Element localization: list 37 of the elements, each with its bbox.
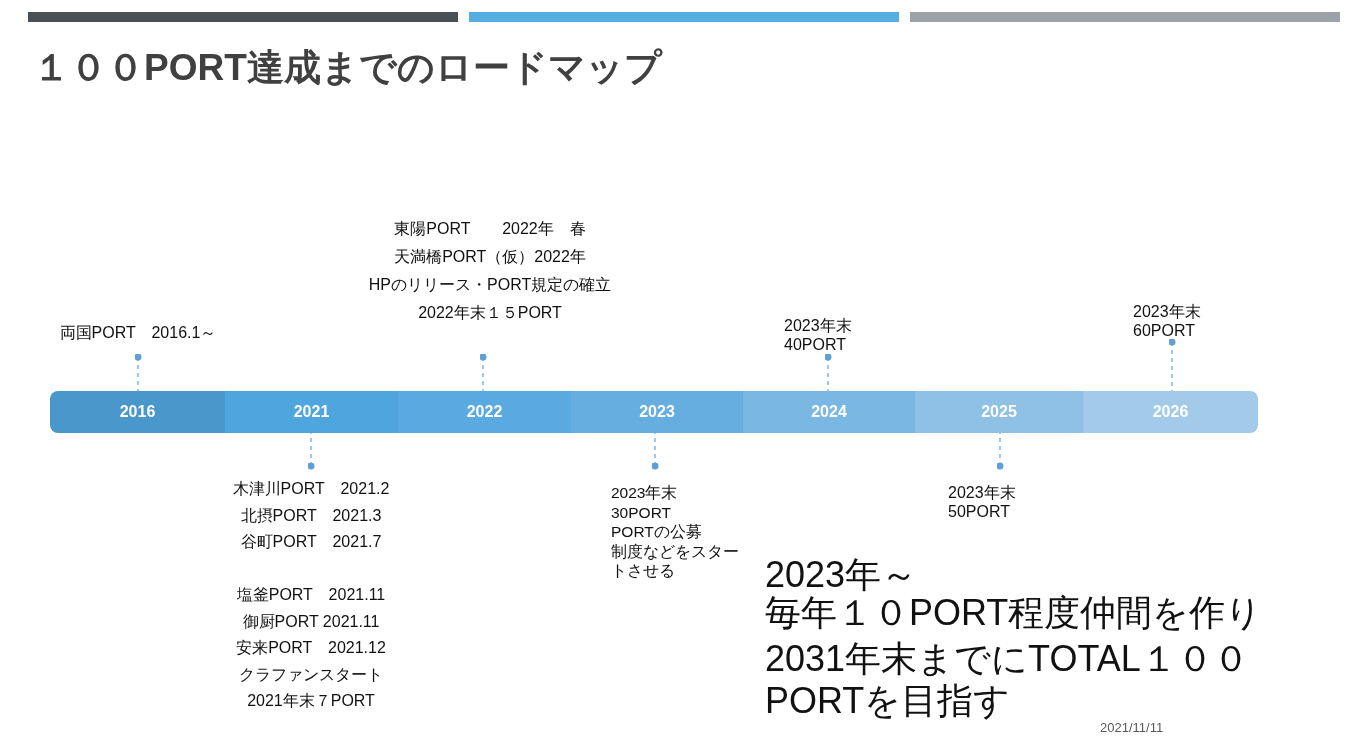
milestone-text: 2021年末７PORT bbox=[247, 691, 375, 711]
milestone-text: 木津川PORT 2021.2 bbox=[232, 479, 390, 499]
leader-line bbox=[134, 353, 142, 392]
timeline-segment: 2016 bbox=[50, 391, 225, 433]
timeline-segment: 2024 bbox=[743, 391, 915, 433]
milestone-text: 東陽PORT 2022年 春 bbox=[394, 219, 586, 239]
milestone-text: 60PORT bbox=[1133, 321, 1195, 340]
milestone-text: 北摂PORT 2021.3 bbox=[240, 505, 382, 526]
milestone-text: 御厨PORT 2021.11 bbox=[242, 611, 380, 632]
milestone-text: 2023年末 bbox=[784, 316, 852, 335]
note-text: 2031年末までにTOTAL１００PORTを目指す bbox=[765, 638, 1250, 722]
milestone-text: 30PORT bbox=[611, 502, 672, 522]
milestone-text: 谷町PORT 2021.7 bbox=[240, 532, 382, 552]
milestone-text: 2022年末１５PORT bbox=[418, 303, 562, 323]
milestone-text: 制度などをスタートさせる bbox=[611, 541, 740, 581]
milestone-text: 塩釜PORT 2021.11 bbox=[236, 585, 386, 605]
milestone-text: 50PORT bbox=[948, 502, 1010, 521]
milestone-text: クラファンスタート bbox=[239, 664, 383, 685]
milestone-text: PORTの公募 bbox=[611, 522, 702, 542]
leader-line bbox=[1168, 338, 1176, 392]
milestone-text: 両国PORT 2016.1～ bbox=[59, 323, 217, 343]
milestone-text: HPのリリース・PORT規定の確立 bbox=[368, 275, 612, 295]
milestone-text: 40PORT bbox=[784, 335, 846, 354]
timeline-segment: 2026 bbox=[1083, 391, 1258, 433]
title: １００PORT達成までのロードマップ bbox=[33, 46, 662, 90]
milestone-text: 天満橋PORT（仮）2022年 bbox=[394, 247, 586, 267]
leader-line bbox=[824, 353, 832, 392]
timeline-segment: 2023 bbox=[571, 391, 743, 433]
timeline-segment: 2022 bbox=[398, 391, 571, 433]
timeline-segment: 2025 bbox=[915, 391, 1083, 433]
timeline-segment: 2021 bbox=[225, 391, 398, 433]
milestone-text: 2023年末 bbox=[1133, 302, 1201, 321]
milestone-text: 2023年末 bbox=[611, 483, 678, 503]
leader-line bbox=[479, 353, 487, 392]
date-text: 2021/11/11 bbox=[1100, 719, 1164, 737]
milestone-text: 2023年末 bbox=[948, 483, 1016, 502]
milestone-text: 安来PORT 2021.12 bbox=[236, 638, 386, 658]
